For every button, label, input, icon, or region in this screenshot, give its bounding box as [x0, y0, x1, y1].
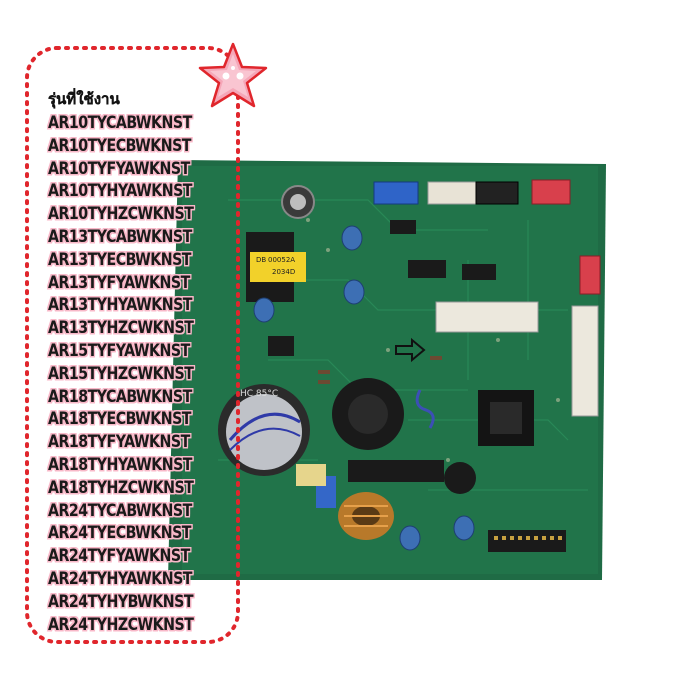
compatible-model-list: รุ่นที่ใช้งาน AR10TYCABWKNST AR10TYECBWK… — [48, 88, 217, 636]
model-item: AR18TYCABWKNST — [48, 386, 192, 406]
model-item: AR24TYHZCWKNST — [48, 614, 194, 634]
ceramic-capacitors — [253, 225, 475, 551]
model-item: AR24TYECBWKNST — [48, 523, 191, 543]
model-item: AR24TYHYAWKNST — [48, 568, 192, 588]
model-item: AR13TYCABWKNST — [48, 226, 192, 246]
heatsink-block — [348, 460, 444, 482]
board-logo — [415, 389, 435, 429]
model-item: AR18TYHZCWKNST — [48, 477, 194, 497]
pcb-board-image: DB 00052A 2034D HC 85°C — [168, 160, 606, 580]
model-item: AR10TYCABWKNST — [48, 113, 192, 132]
model-item: AR24TYHYBWKNST — [48, 591, 194, 611]
model-item: AR13TYFYAWKNST — [48, 272, 190, 292]
model-item: AR18TYHYAWKNST — [48, 454, 192, 474]
model-item: AR10TYHZCWKNST — [48, 204, 194, 224]
ic-small-4 — [268, 336, 294, 356]
model-item: AR18TYFYAWKNST — [48, 432, 190, 452]
transformer-yellow-label — [250, 252, 306, 282]
chip-label-2: 00052A — [268, 256, 295, 264]
chip-label-3: 2034D — [272, 268, 295, 276]
pin-header — [488, 530, 566, 552]
model-item: AR13TYHYAWKNST — [48, 295, 192, 315]
ic-small-3 — [390, 220, 416, 234]
star-icon — [198, 42, 268, 108]
model-item: AR15TYHZCWKNST — [48, 363, 194, 383]
chip-label-1: DB — [256, 256, 266, 264]
model-item: AR18TYECBWKNST — [48, 409, 191, 429]
connector-white-right — [571, 305, 599, 417]
yellow-box — [296, 464, 326, 486]
connector-blue — [373, 181, 419, 205]
arrow-marking — [395, 337, 426, 363]
connector-red-side — [579, 255, 601, 295]
model-item: AR13TYECBWKNST — [48, 249, 191, 269]
model-item: AR10TYHYAWKNST — [48, 181, 192, 201]
model-item: AR10TYFYAWKNST — [48, 158, 190, 178]
capacitor-label: HC 85°C — [240, 389, 278, 399]
model-item: AR15TYFYAWKNST — [48, 340, 190, 360]
black-component — [444, 462, 476, 494]
model-item: AR24TYFYAWKNST — [48, 546, 190, 566]
connector-red-top — [531, 179, 571, 205]
model-item: AR24TYCABWKNST — [48, 500, 192, 520]
list-heading: รุ่นที่ใช้งาน — [48, 90, 120, 108]
model-item: AR10TYECBWKNST — [48, 135, 191, 155]
connector-white-middle — [435, 301, 539, 333]
ic-small-2 — [462, 264, 496, 280]
ic-small-1 — [408, 260, 446, 278]
model-item: AR13TYHZCWKNST — [48, 318, 194, 338]
connector-black — [475, 181, 519, 205]
connector-white-top — [427, 181, 477, 205]
